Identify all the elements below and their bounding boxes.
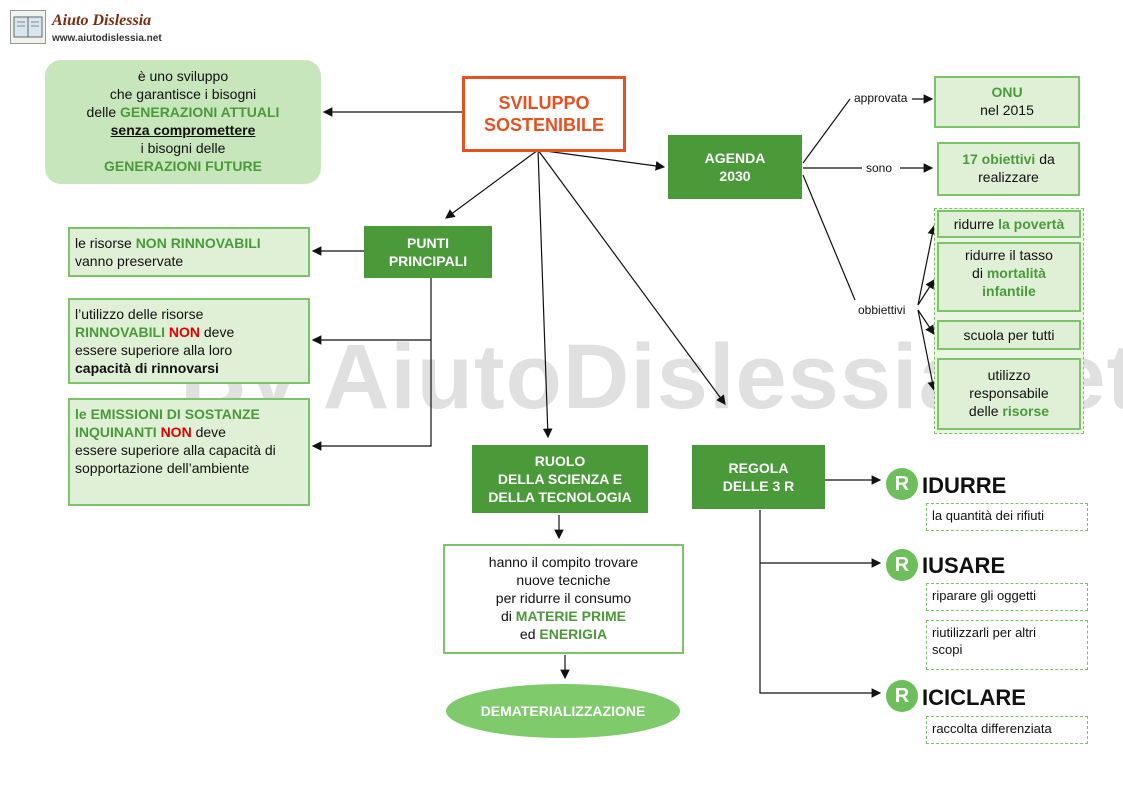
ruolo-desc-3: per ridurre il consumo: [495, 590, 632, 606]
def-line-4: senza compromettere: [110, 122, 256, 138]
goal-poverta-box: ridurre la povertà: [937, 210, 1081, 238]
punti-principali-node: PUNTI PRINCIPALI: [364, 226, 492, 278]
word-ridurre: IDURRE: [922, 473, 1007, 498]
ridurre-desc-box: la quantità dei rifiuti: [926, 503, 1088, 531]
def-gen-attuali: GENERAZIONI ATTUALI: [120, 104, 280, 120]
dematerializzazione-ellipse: DEMATERIALIZZAZIONE: [446, 684, 680, 738]
demat-text: DEMATERIALIZZAZIONE: [480, 703, 646, 719]
goal-2-text-g1: mortalità: [986, 265, 1046, 281]
ruolo-desc-5a: ed: [519, 626, 540, 642]
ruolo-node: RUOLO DELLA SCIENZA E DELLA TECNOLOGIA: [472, 445, 648, 513]
goal-risorse-box: utilizzo responsabile delle risorse: [937, 358, 1081, 430]
punti-label-1: PUNTI: [407, 235, 449, 251]
ruolo-label-3: DELLA TECNOLOGIA: [488, 489, 632, 505]
label-sono: sono: [866, 161, 893, 175]
ruolo-label-2: DELLA SCIENZA E: [497, 471, 623, 487]
regola-label-2: DELLE 3 R: [722, 478, 795, 494]
goal-mortalita-box: ridurre il tasso di mortalità infantile: [937, 242, 1081, 312]
regola-3r-node: REGOLA DELLE 3 R: [692, 445, 825, 509]
punto-3-box: le EMISSIONI DI SOSTANZE INQUINANTI NON …: [68, 398, 310, 506]
def-gen-future: GENERAZIONI FUTURE: [104, 158, 262, 174]
label-approvata: approvata: [854, 91, 908, 105]
label-obbiettivi: obbiettivi: [858, 303, 906, 317]
ruolo-description-box: hanno il compito trovare nuove tecniche …: [443, 544, 684, 654]
p2-text-g: RINNOVABILI: [75, 324, 165, 340]
punto-1-box: le risorse NON RINNOVABILI vanno preserv…: [68, 227, 310, 277]
p3-text-c: essere superiore alla capacità di: [75, 442, 276, 458]
r-circle-ridurre: R: [886, 468, 918, 500]
p2-text-c: essere superiore alla loro: [75, 342, 233, 358]
goal-2-text-a: ridurre il tasso: [965, 247, 1053, 263]
p1-text-a: le risorse: [75, 235, 136, 251]
agenda-label-2: 2030: [719, 168, 751, 184]
riciclare-desc-box: raccolta differenziata: [926, 716, 1088, 744]
p1-text-b: vanno preservate: [75, 253, 184, 269]
obiettivi-text-g: 17 obiettivi: [962, 151, 1036, 167]
riusare-desc-2b: scopi: [932, 642, 963, 657]
onu-text-1: ONU: [991, 84, 1023, 100]
onu-text-2: nel 2015: [980, 102, 1034, 118]
goal-4-text-c: delle: [968, 403, 1003, 419]
ruolo-desc-4a: di: [501, 608, 516, 624]
goal-4-text-b: responsabile: [969, 385, 1049, 401]
def-line-1: è uno sviluppo: [137, 68, 229, 84]
p3-text-r: NON: [160, 424, 192, 440]
riciclare-desc: raccolta differenziata: [932, 721, 1052, 736]
center-line-2: SOSTENIBILE: [483, 115, 604, 135]
p2-text-b: deve: [199, 324, 235, 340]
center-line-1: SVILUPPO: [498, 93, 590, 113]
word-riciclare: ICICLARE: [922, 685, 1026, 710]
riusare-desc-box-2: riutilizzarli per altri scopi: [926, 620, 1088, 670]
p3-text-b: deve: [191, 424, 226, 440]
obiettivi-box: 17 obiettivi da realizzare: [937, 142, 1080, 196]
riusare-desc-1: riparare gli oggetti: [932, 588, 1037, 603]
riusare-desc-box-1: riparare gli oggetti: [926, 583, 1088, 611]
riusare-desc-2a: riutilizzarli per altri: [932, 625, 1037, 640]
agenda-label-1: AGENDA: [704, 150, 766, 166]
site-logo: [10, 10, 46, 44]
goal-scuola-box: scuola per tutti: [937, 320, 1081, 350]
ruolo-desc-1: hanno il compito trovare: [488, 554, 639, 570]
agenda-2030-node: AGENDA 2030: [668, 135, 802, 199]
onu-box: ONU nel 2015: [934, 76, 1080, 128]
goal-4-text-a: utilizzo: [987, 367, 1031, 383]
ruolo-label-1: RUOLO: [534, 453, 586, 469]
definition-box: è uno sviluppo che garantisce i bisogni …: [45, 60, 321, 184]
p3-text-d: sopportazione dell’ambiente: [75, 460, 250, 476]
goal-3-text: scuola per tutti: [963, 327, 1055, 343]
ruolo-desc-4g: MATERIE PRIME: [515, 608, 626, 624]
r-circle-riusare: R: [886, 549, 918, 581]
goal-4-text-g: risorse: [1002, 403, 1050, 419]
logo-text: Aiuto Dislessia: [52, 12, 152, 29]
def-line-3: delle: [86, 104, 121, 120]
p3-text-g1: le EMISSIONI DI SOSTANZE: [75, 406, 260, 422]
p2-text-a: l’utilizzo delle risorse: [75, 306, 204, 322]
ridurre-desc: la quantità dei rifiuti: [932, 508, 1045, 523]
ruolo-desc-5g: ENERIGIA: [539, 626, 608, 642]
obiettivi-text-a: da: [1035, 151, 1055, 167]
book-icon: [13, 16, 43, 38]
regola-label-1: REGOLA: [728, 460, 789, 476]
def-line-2: che garantisce i bisogni: [109, 86, 257, 102]
punti-label-2: PRINCIPALI: [388, 253, 468, 269]
p2-text-d: capacità di rinnovarsi: [75, 360, 219, 376]
punto-2-box: l’utilizzo delle risorse RINNOVABILI NON…: [68, 298, 310, 384]
obiettivi-text-b: realizzare: [978, 169, 1039, 185]
goal-2-text-b: di: [972, 265, 987, 281]
p2-text-r: NON: [168, 324, 200, 340]
goal-2-text-g2: infantile: [982, 283, 1036, 299]
goal-1-text-g: la povertà: [998, 216, 1065, 232]
p1-text-g: NON RINNOVABILI: [135, 235, 261, 251]
r-circle-riciclare: R: [886, 680, 918, 712]
word-riusare: IUSARE: [922, 553, 1006, 578]
center-node: SVILUPPO SOSTENIBILE: [462, 76, 626, 152]
def-line-5: i bisogni delle: [140, 140, 226, 156]
ruolo-desc-2: nuove tecniche: [516, 572, 611, 588]
p3-text-g2: INQUINANTI: [75, 424, 157, 440]
goal-1-text-a: ridurre: [953, 216, 999, 232]
site-url[interactable]: www.aiutodislessia.net: [52, 33, 162, 44]
